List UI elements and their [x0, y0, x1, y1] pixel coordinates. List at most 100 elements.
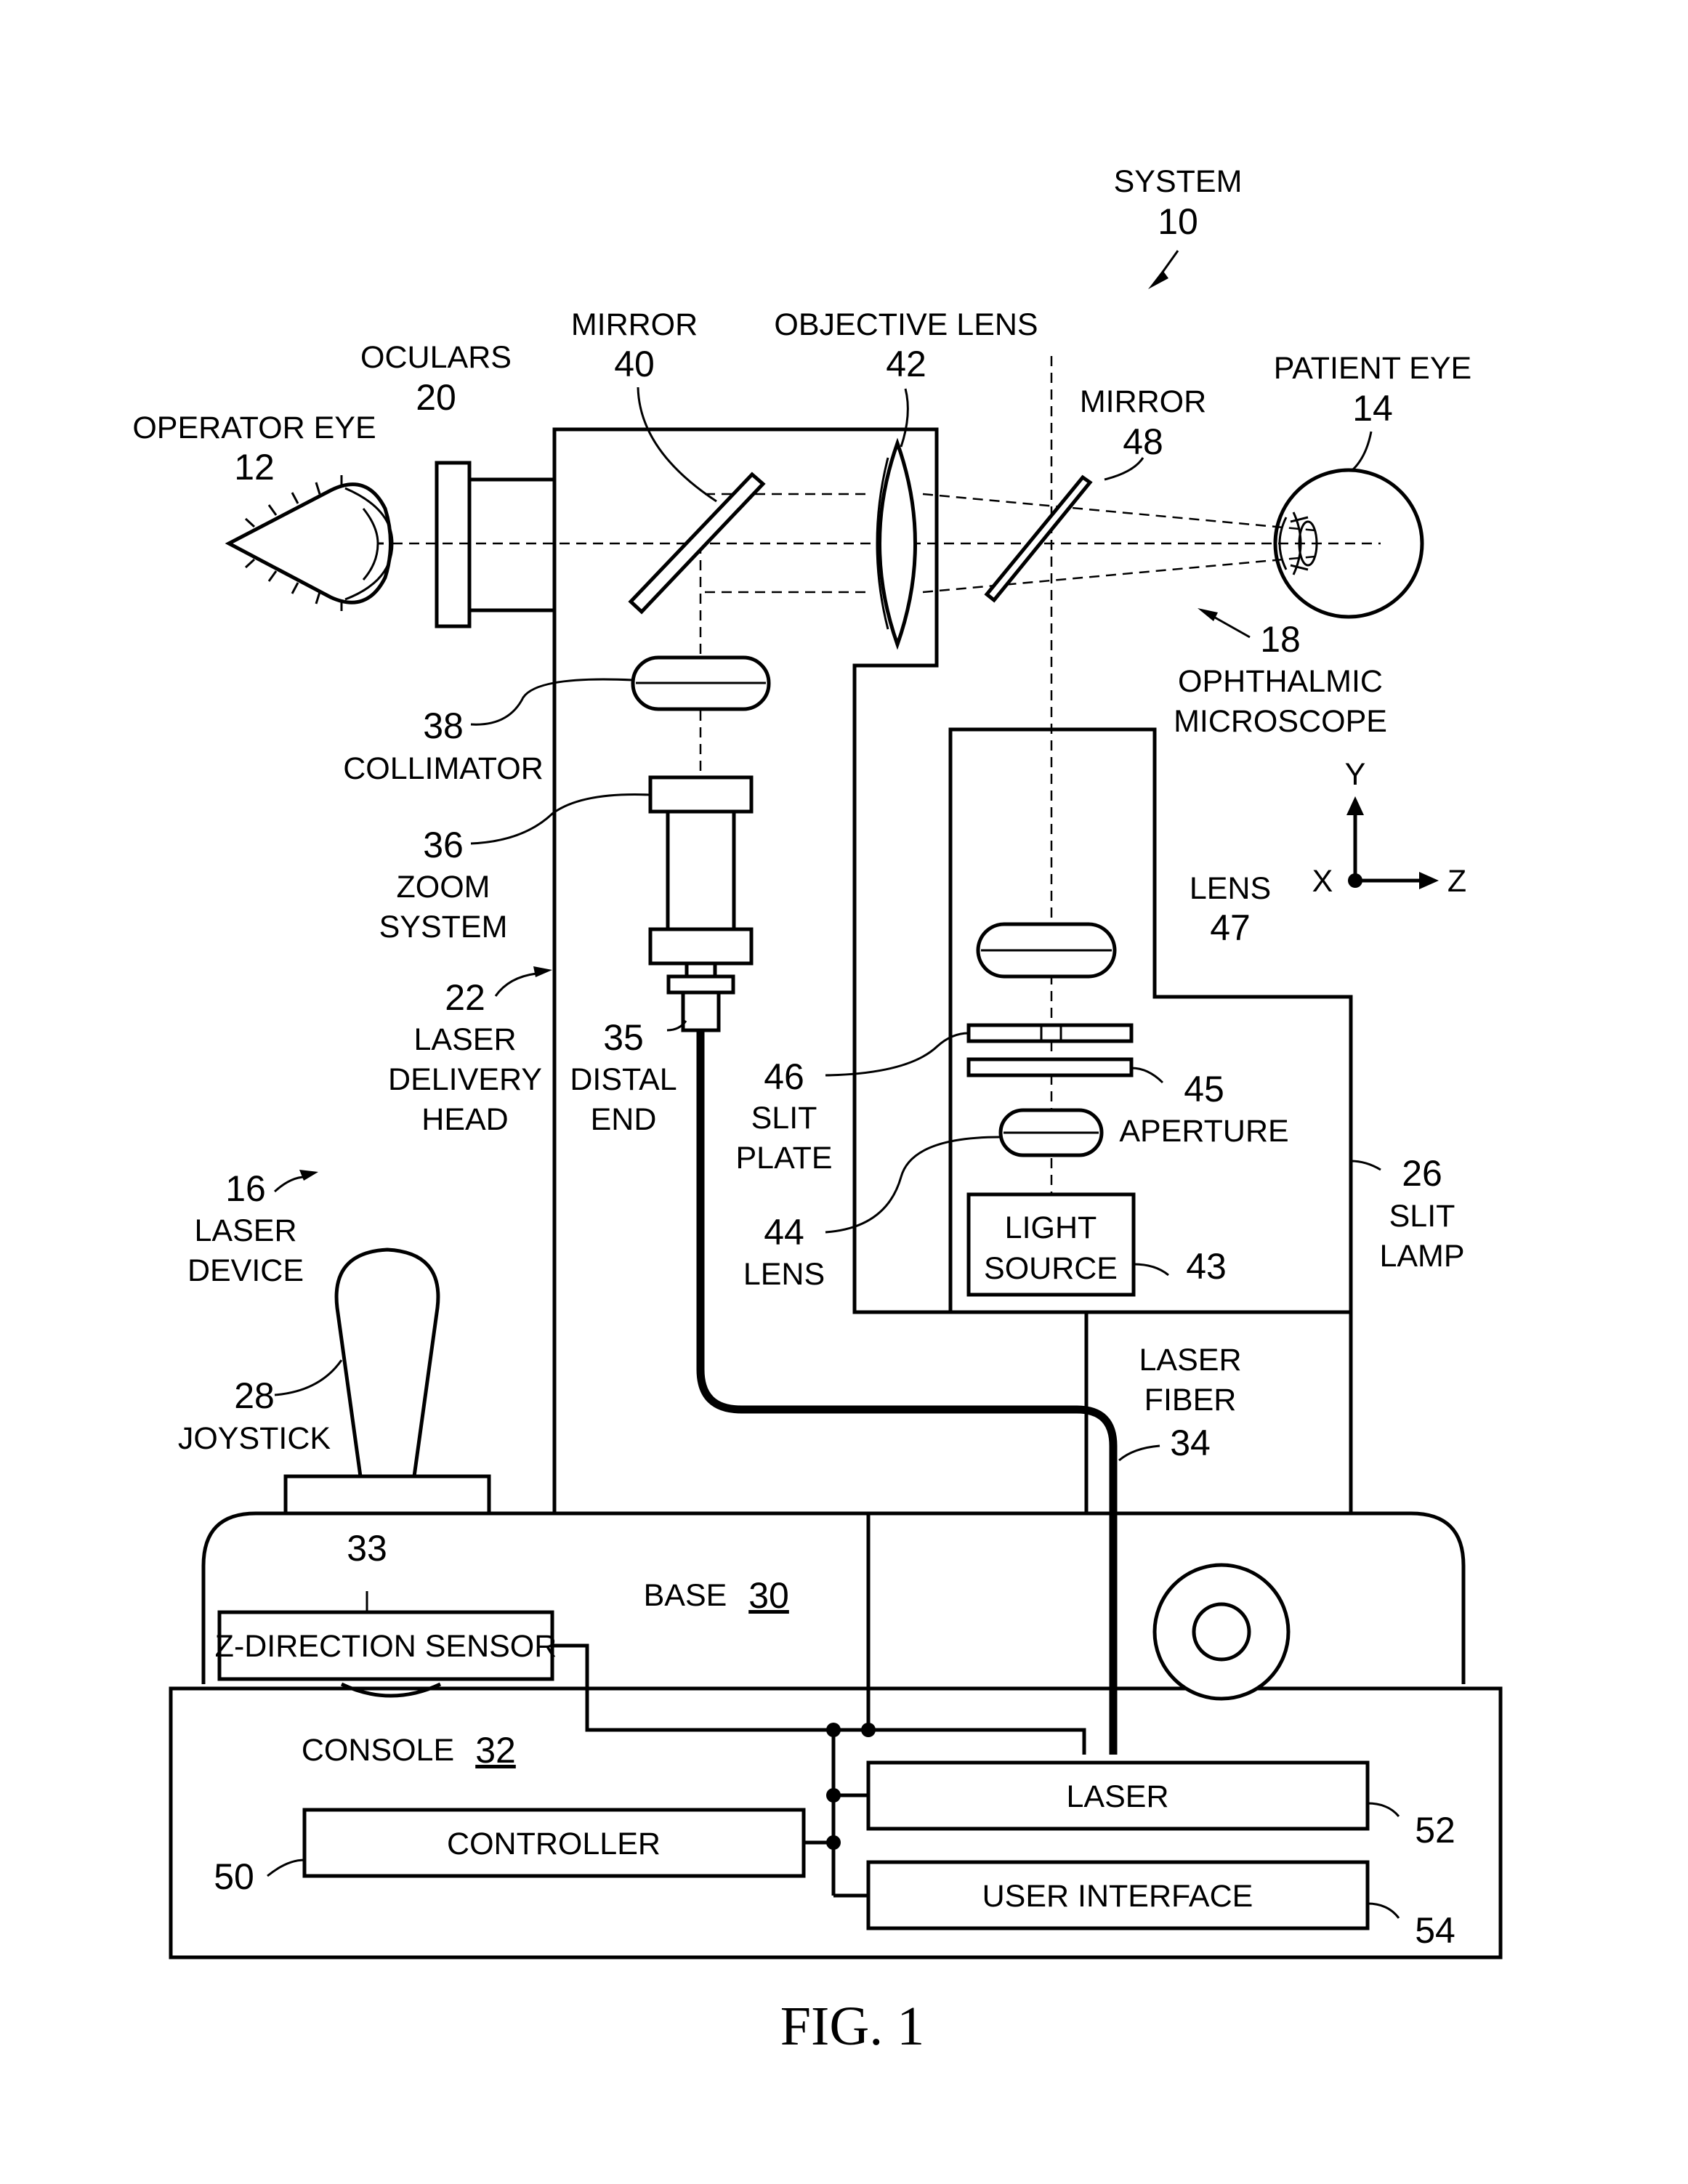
laser-fiber-label-2: FIBER: [1144, 1383, 1237, 1417]
upper-converge: [922, 493, 1316, 532]
light-source-43: [966, 1192, 1136, 1297]
lens-44-number: 44: [764, 1212, 804, 1253]
delivery-head-label-2: DELIVERY: [388, 1062, 542, 1097]
laser-device-number: 16: [225, 1168, 266, 1209]
slit-plate-46: [966, 1023, 1134, 1043]
operator-eye-label: OPERATOR EYE: [132, 410, 376, 445]
zoom-stem: [685, 961, 717, 979]
patient-eye-number: 14: [1352, 388, 1393, 429]
light-source-number: 43: [1186, 1246, 1227, 1287]
system-number: 10: [1158, 201, 1198, 242]
patient-eye-label: PATIENT EYE: [1274, 351, 1471, 386]
mirror-40-number: 40: [614, 344, 655, 384]
zoom-top-flange: [648, 775, 754, 814]
junction: [826, 1835, 841, 1850]
slit-lamp-label-2: LAMP: [1379, 1239, 1464, 1274]
oculars-label: OCULARS: [360, 340, 512, 375]
user-interface-number: 54: [1415, 1910, 1455, 1951]
slit-plate-label-1: SLIT: [751, 1101, 817, 1136]
mirror-48-label: MIRROR: [1080, 384, 1206, 419]
xyz-axis-indicator: [1346, 796, 1439, 889]
mirror-48: [984, 474, 1093, 603]
light-source-label-2: SOURCE: [984, 1251, 1118, 1286]
axis-z-label: Z: [1447, 864, 1466, 899]
delivery-head-number: 22: [445, 977, 485, 1018]
controller-number: 50: [214, 1856, 254, 1897]
lower-converge: [922, 555, 1316, 594]
sensor-number: 33: [347, 1528, 387, 1569]
console-label: CONSOLE: [302, 1733, 454, 1768]
axis-y-label: Y: [1345, 757, 1366, 792]
oculars-number: 20: [416, 377, 456, 418]
joystick-number: 28: [234, 1375, 275, 1416]
slit-lamp-label-1: SLIT: [1389, 1199, 1455, 1234]
figure-caption: FIG. 1: [780, 1996, 924, 2057]
laser-52-number: 52: [1415, 1810, 1455, 1851]
sensor-wire: [552, 1643, 1086, 1755]
joystick-handle[interactable]: [334, 1247, 440, 1479]
joystick-label: JOYSTICK: [178, 1421, 331, 1456]
laser-device-label-2: DEVICE: [187, 1253, 304, 1288]
base-label: BASE: [644, 1578, 727, 1613]
zoom-barrel: [666, 809, 736, 931]
laser-fiber-34: [696, 1030, 1118, 1755]
laser-fiber-label-1: LASER: [1139, 1343, 1241, 1378]
lens-44-label: LENS: [743, 1257, 825, 1292]
system-label: SYSTEM: [1114, 164, 1243, 199]
zoom-label-1: ZOOM: [397, 870, 490, 905]
delivery-head-label-1: LASER: [413, 1022, 516, 1057]
lens-47-label: LENS: [1190, 871, 1271, 906]
distal-end-connector: [681, 990, 721, 1032]
mirror-48-number: 48: [1123, 421, 1163, 462]
user-interface-label: USER INTERFACE: [982, 1879, 1253, 1914]
objective-lens-label: OBJECTIVE LENS: [774, 307, 1038, 342]
distal-end-number: 35: [603, 1017, 644, 1058]
z-direction-sensor-33: [217, 1610, 554, 1681]
base-number: 30: [748, 1575, 789, 1616]
junction: [861, 1723, 876, 1737]
light-source-label-1: LIGHT: [1005, 1210, 1097, 1245]
laser-fiber-number: 34: [1170, 1423, 1211, 1463]
laser-52-box: [866, 1760, 1370, 1831]
base-foot: [340, 1682, 442, 1698]
slit-lamp-outline: [948, 727, 1353, 1513]
ophthalmic-label-2: MICROSCOPE: [1174, 704, 1387, 739]
distal-end-label-2: END: [591, 1102, 657, 1137]
mirror-40-label: MIRROR: [571, 307, 698, 342]
axis-x-label: X: [1312, 864, 1333, 899]
laser-52-label: LASER: [1066, 1779, 1168, 1814]
zoom-label-2: SYSTEM: [379, 910, 508, 945]
joystick-base: [283, 1474, 491, 1516]
ophthalmic-number: 18: [1260, 619, 1301, 660]
wheel-hub: [1192, 1602, 1251, 1662]
slit-plate-number: 46: [764, 1056, 804, 1097]
aperture-number: 45: [1184, 1069, 1224, 1109]
mirror-40: [628, 472, 766, 615]
objective-lens-42: [878, 437, 917, 650]
laser-device-label-1: LASER: [194, 1213, 296, 1248]
objective-lens-number: 42: [886, 344, 926, 384]
aperture-45: [966, 1057, 1134, 1077]
ocular-eyepiece: [435, 461, 472, 628]
ophthalmic-label-1: OPHTHALMIC: [1178, 664, 1383, 699]
junction: [826, 1723, 841, 1737]
collimator-label: COLLIMATOR: [343, 751, 544, 786]
sensor-label: Z-DIRECTION SENSOR: [215, 1629, 557, 1664]
aperture-label: APERTURE: [1119, 1114, 1288, 1149]
zoom-bottom-flange: [648, 927, 754, 966]
junction: [826, 1788, 841, 1803]
console-number: 32: [475, 1730, 516, 1771]
controller-label: CONTROLLER: [447, 1827, 661, 1861]
operator-eye-icon: [225, 475, 394, 611]
zoom-number: 36: [423, 825, 464, 865]
patient-eye-icon: [1273, 468, 1424, 619]
lens-47-number: 47: [1210, 907, 1251, 948]
slit-plate-label-2: PLATE: [735, 1141, 832, 1176]
operator-eye-number: 12: [234, 447, 275, 488]
slit-lamp-number: 26: [1402, 1153, 1442, 1194]
ocular-tube: [467, 477, 557, 612]
zoom-coupler: [666, 974, 735, 995]
distal-end-label-1: DISTAL: [570, 1062, 677, 1097]
collimator-number: 38: [423, 705, 464, 746]
